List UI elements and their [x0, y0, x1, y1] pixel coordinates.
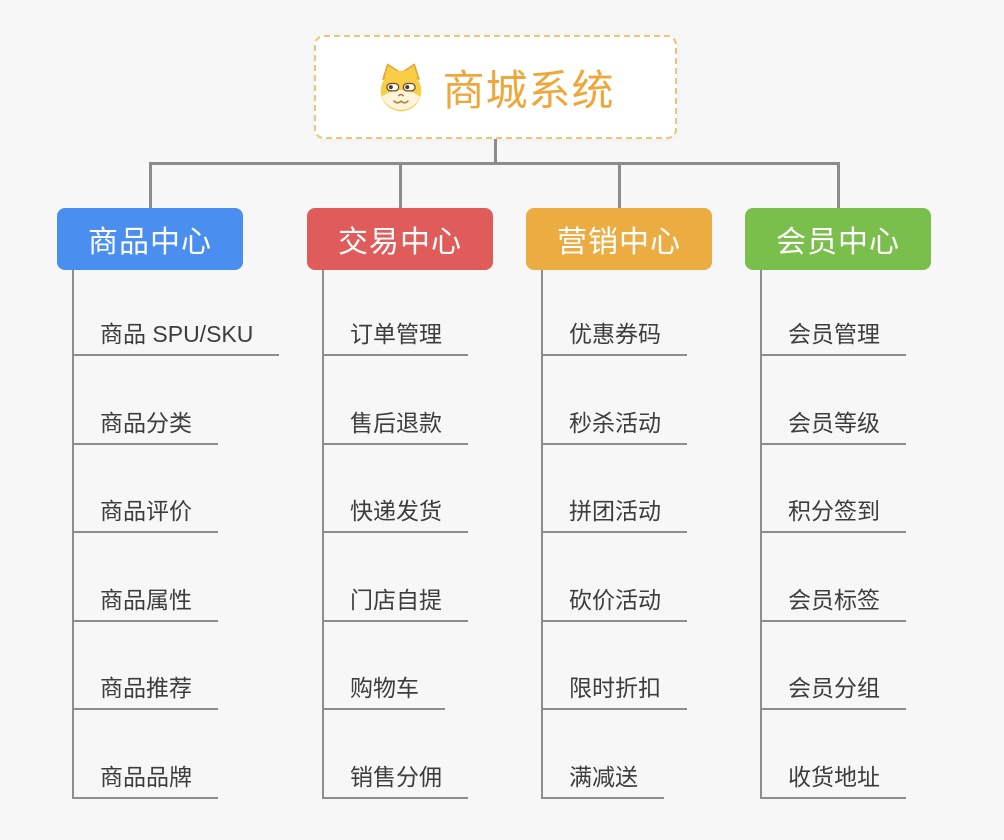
- leaf-node[interactable]: 商品分类: [72, 399, 218, 445]
- leaf-node[interactable]: 商品品牌: [72, 753, 218, 799]
- leaf-node[interactable]: 商品评价: [72, 487, 218, 533]
- leaf-node[interactable]: 收货地址: [760, 753, 906, 799]
- root-node[interactable]: 商城系统: [314, 35, 677, 139]
- connector-branch-drop: [398, 162, 402, 208]
- connector-branch-spine: [760, 270, 762, 797]
- leaf-label: 门店自提: [350, 587, 442, 613]
- leaf-label: 快递发货: [350, 498, 442, 524]
- branch-label: 营销中心: [557, 226, 681, 259]
- leaf-label: 商品评价: [100, 498, 192, 524]
- leaf-label: 拼团活动: [569, 498, 661, 524]
- leaf-label: 购物车: [350, 675, 419, 701]
- leaf-node[interactable]: 秒杀活动: [541, 399, 687, 445]
- connector-branch-spine: [541, 270, 543, 797]
- leaf-node[interactable]: 商品 SPU/SKU: [72, 310, 280, 356]
- leaf-node[interactable]: 销售分佣: [322, 753, 468, 799]
- branch-label: 交易中心: [338, 226, 462, 259]
- leaf-label: 砍价活动: [569, 587, 661, 613]
- connector-branch-drop: [617, 162, 621, 208]
- leaf-node[interactable]: 限时折扣: [541, 664, 687, 710]
- leaf-label: 会员标签: [788, 587, 880, 613]
- connector-branch-spine: [322, 270, 324, 797]
- leaf-node[interactable]: 订单管理: [322, 310, 468, 356]
- branch-label: 会员中心: [776, 226, 900, 259]
- leaf-label: 商品品牌: [100, 764, 192, 790]
- leaf-node[interactable]: 商品属性: [72, 576, 218, 622]
- leaf-node[interactable]: 优惠券码: [541, 310, 687, 356]
- leaf-label: 售后退款: [350, 410, 442, 436]
- leaf-node[interactable]: 砍价活动: [541, 576, 687, 622]
- connector-horizontal-bar: [148, 162, 840, 165]
- leaf-label: 商品属性: [100, 587, 192, 613]
- connector-branch-spine: [72, 270, 74, 797]
- branch-node[interactable]: 会员中心: [745, 208, 931, 270]
- leaf-node[interactable]: 满减送: [541, 753, 664, 799]
- branch-label: 商品中心: [88, 226, 212, 259]
- leaf-node[interactable]: 售后退款: [322, 399, 468, 445]
- branch-node[interactable]: 交易中心: [307, 208, 493, 270]
- leaf-label: 优惠券码: [569, 321, 661, 347]
- leaf-label: 秒杀活动: [569, 410, 661, 436]
- leaf-node[interactable]: 会员管理: [760, 310, 906, 356]
- leaf-node[interactable]: 快递发货: [322, 487, 468, 533]
- root-title: 商城系统: [442, 66, 615, 114]
- leaf-node[interactable]: 会员等级: [760, 399, 906, 445]
- leaf-node[interactable]: 门店自提: [322, 576, 468, 622]
- branch-node[interactable]: 营销中心: [526, 208, 712, 270]
- branch-node[interactable]: 商品中心: [57, 208, 243, 270]
- leaf-node[interactable]: 商品推荐: [72, 664, 218, 710]
- leaf-label: 会员分组: [788, 675, 880, 701]
- leaf-node[interactable]: 会员标签: [760, 576, 906, 622]
- leaf-label: 销售分佣: [350, 764, 442, 790]
- leaf-label: 商品推荐: [100, 675, 192, 701]
- leaf-label: 会员管理: [788, 321, 880, 347]
- leaf-label: 商品分类: [100, 410, 192, 436]
- leaf-node[interactable]: 拼团活动: [541, 487, 687, 533]
- leaf-node[interactable]: 购物车: [322, 664, 445, 710]
- leaf-node[interactable]: 积分签到: [760, 487, 906, 533]
- leaf-label: 满减送: [569, 764, 638, 790]
- connector-branch-drop: [148, 162, 152, 208]
- leaf-label: 会员等级: [788, 410, 880, 436]
- leaf-label: 限时折扣: [569, 675, 661, 701]
- connector-branch-drop: [836, 162, 840, 208]
- leaf-node[interactable]: 会员分组: [760, 664, 906, 710]
- leaf-label: 订单管理: [350, 321, 442, 347]
- shiba-dog-icon: [381, 63, 422, 112]
- connector-root-drop: [493, 139, 497, 165]
- leaf-label: 商品 SPU/SKU: [100, 321, 254, 347]
- leaf-label: 积分签到: [788, 498, 880, 524]
- leaf-label: 收货地址: [788, 764, 880, 790]
